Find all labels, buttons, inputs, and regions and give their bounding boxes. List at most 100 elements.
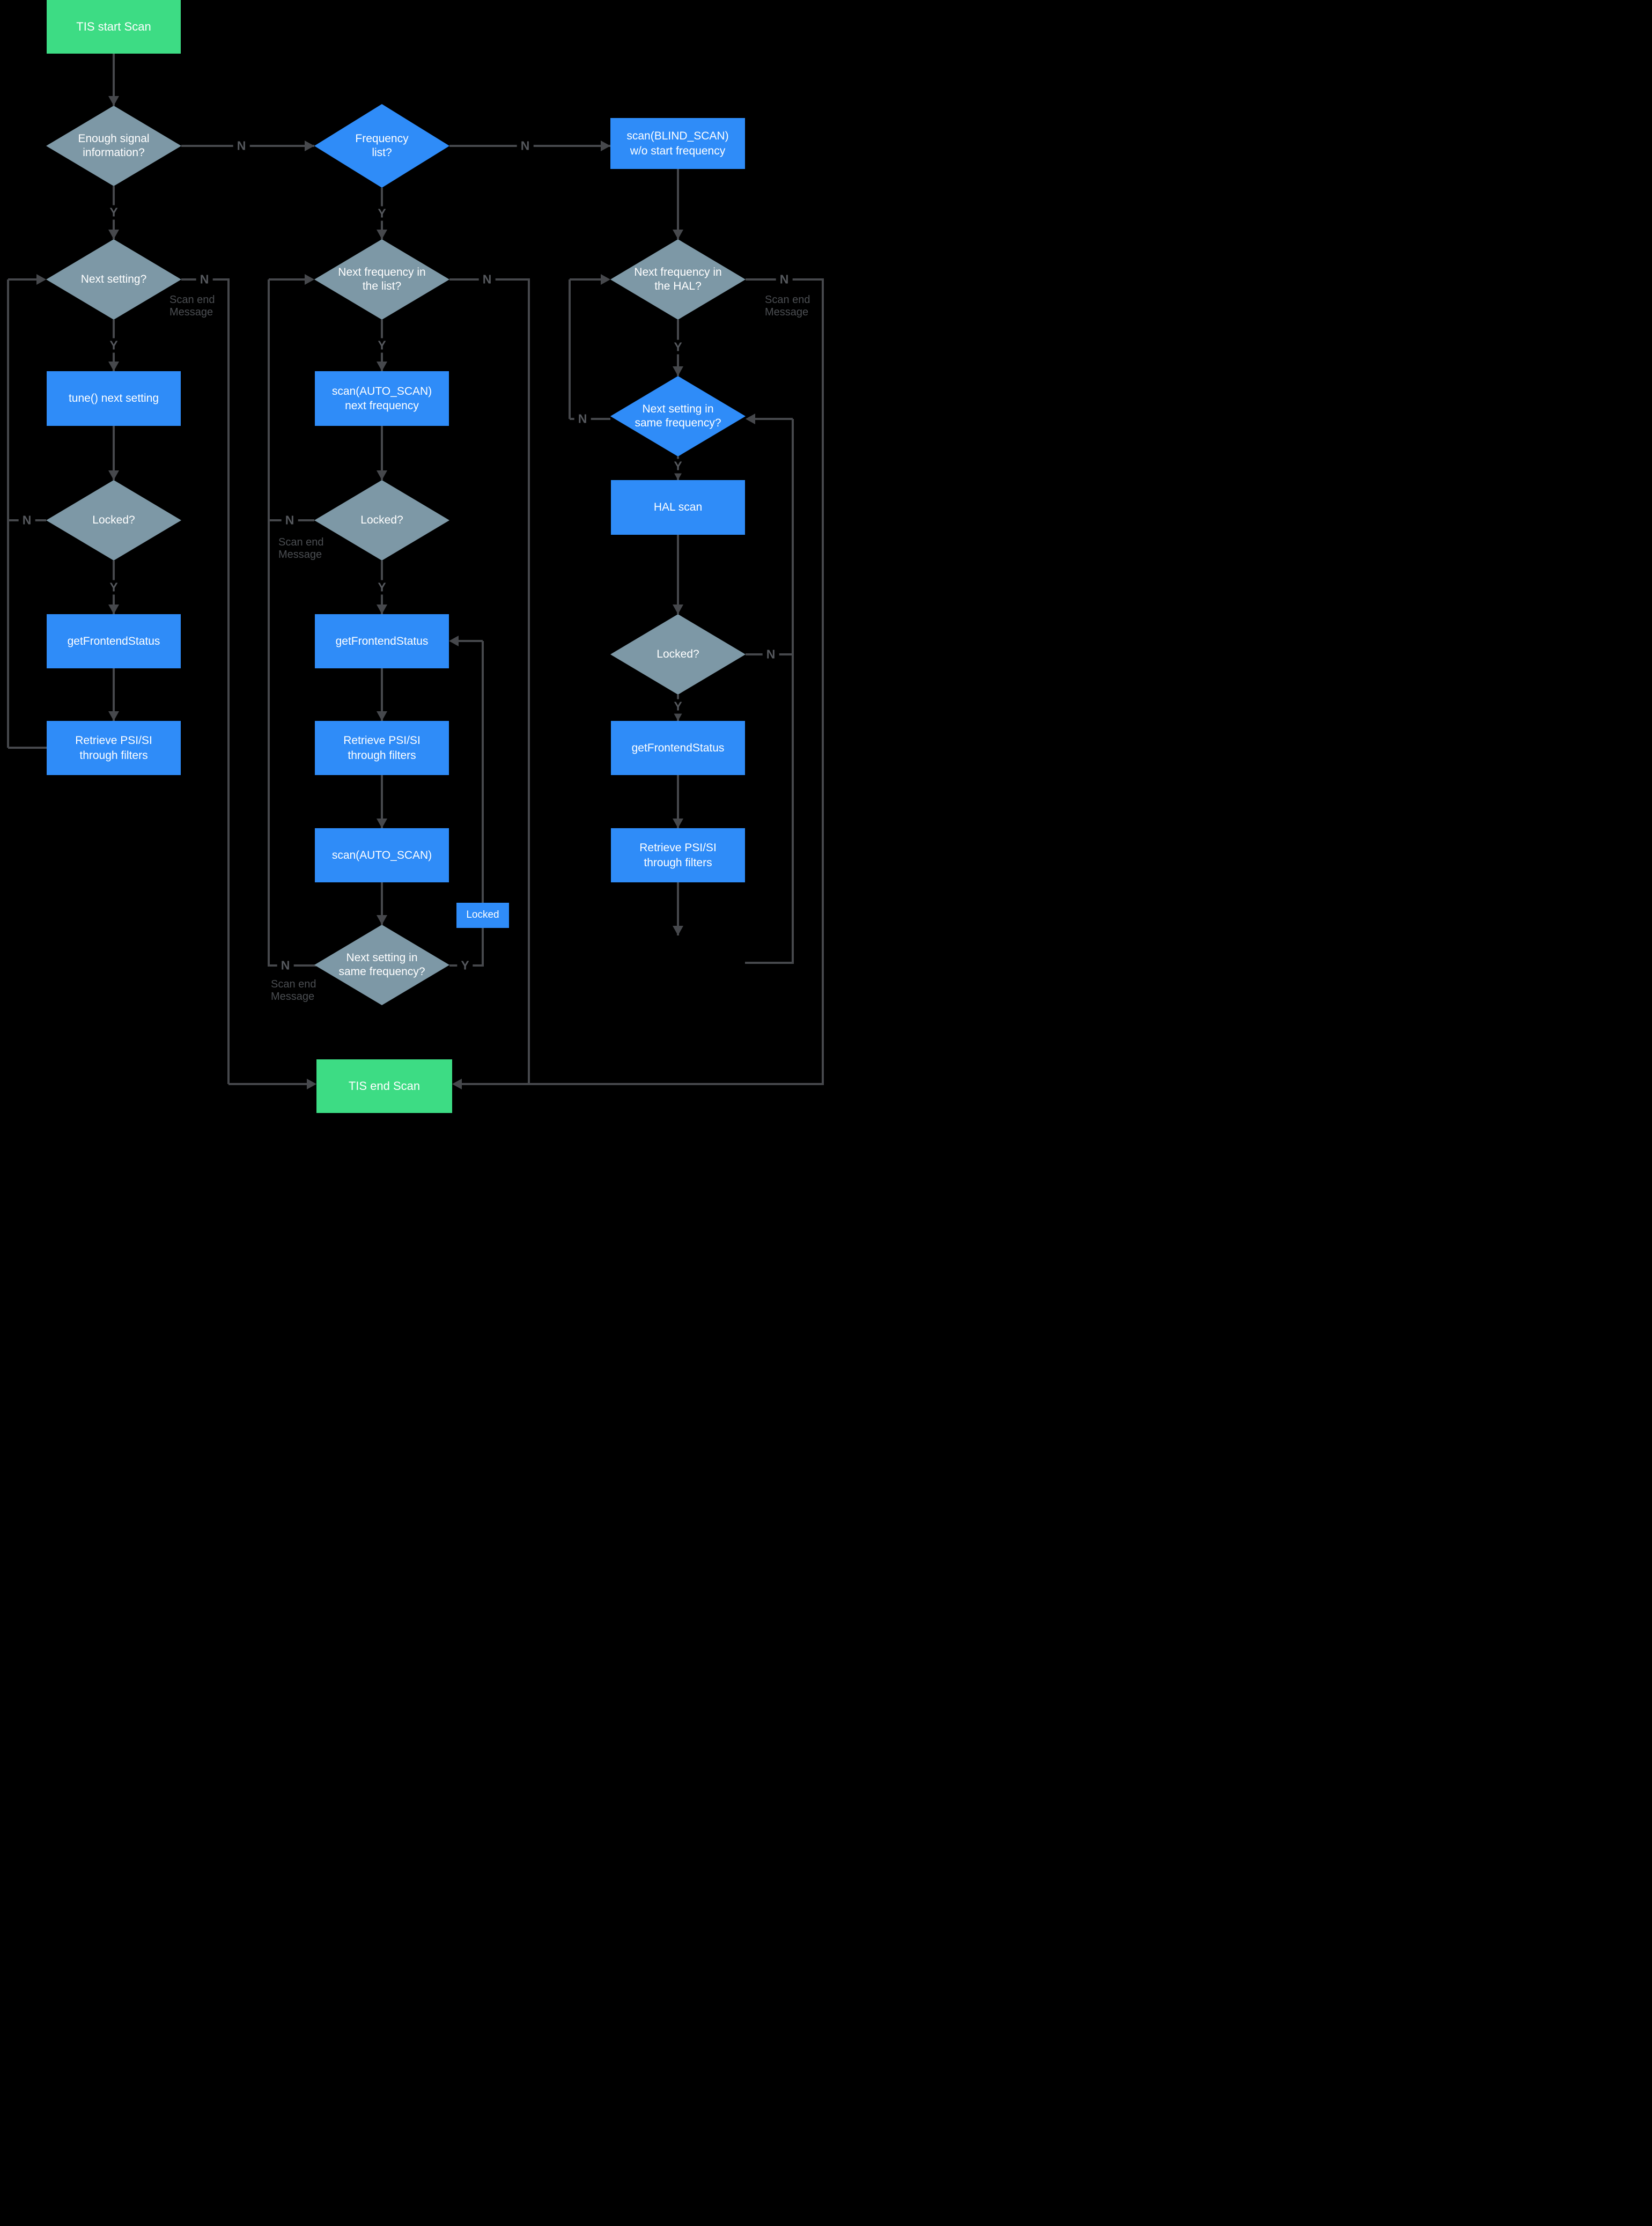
arrow-into-locked3 (673, 605, 683, 614)
arrow-into-nextfreqhal (673, 230, 683, 239)
edge-gfs2-to-ret2 (381, 668, 383, 721)
arrow-into-enough (108, 96, 119, 106)
arrow-into-scanauto (377, 819, 387, 828)
edge-gfs3-to-ret3 (677, 775, 679, 828)
label-y-nextfreq: Y (374, 338, 390, 353)
edge-scanauto-to-nextsetting2 (381, 882, 383, 925)
arrow-into-blind2 (673, 926, 683, 935)
node-next-freq-in-list: Next frequency in the list? (314, 239, 449, 320)
node-tis-end: TIS end Scan (316, 1059, 452, 1113)
label-n-freqlist: N (517, 138, 534, 153)
loop-col3-left (569, 279, 571, 419)
edge-blind2-right (745, 962, 794, 964)
scanend-col1-down (227, 279, 230, 1084)
node-get-frontend-status-3: getFrontendStatus (611, 721, 745, 775)
label-y-nextfreqhal: Y (670, 340, 686, 355)
node-next-setting: Next setting? (46, 239, 181, 320)
arrow-into-locked2 (377, 470, 387, 480)
loop-col3-right (792, 419, 794, 964)
label-y-locked3: Y (670, 699, 686, 714)
node-next-setting-same-freq-list: Next setting in same frequency? (314, 925, 449, 1005)
edge-bottom-right (462, 1083, 824, 1085)
arrow-into-gfs2-right (449, 636, 459, 646)
edge-bottom-left (228, 1083, 308, 1085)
arrow-into-end-left (307, 1079, 316, 1089)
node-retrieve-psi-si-3: Retrieve PSI/SI through filters (611, 828, 745, 882)
label-n-nextsetting: N (196, 272, 213, 287)
arrow-into-nextsetting2 (377, 915, 387, 925)
loop-col1-into-nextsetting (8, 278, 38, 281)
label-y-nextsetting2: Y (457, 958, 473, 973)
node-next-freq-in-hal: Next frequency in the HAL? (610, 239, 746, 320)
node-locked-3: Locked? (610, 614, 746, 695)
edge-ret3-to-blind2 (677, 882, 679, 935)
scanend-msg-col1: Scan end Message (169, 294, 215, 318)
node-blind-scan-wo-start: scan(BLIND_SCAN) w/o start frequency (610, 118, 745, 169)
label-y-enough: Y (106, 205, 122, 220)
scanend-col3-down (822, 279, 824, 1084)
arrow-into-gfs3 (673, 711, 683, 721)
loop-into-nextsetting3 (755, 418, 793, 420)
edge-tune-to-locked1 (113, 426, 115, 480)
label-n-nextfreqhal: N (776, 272, 793, 287)
node-locked-1: Locked? (46, 480, 181, 561)
label-y-nextsetting: Y (106, 338, 122, 353)
edge-gfs1-to-ret1 (113, 668, 115, 721)
scanend-msg-nextsetting2: Scan end Message (271, 978, 316, 1003)
node-enough-signal: Enough signal information? (46, 106, 181, 186)
scanend-msg-col3: Scan end Message (765, 294, 810, 318)
scanend-col2-down (528, 279, 530, 1084)
node-get-frontend-status-2: getFrontendStatus (315, 614, 449, 668)
edge-blindwo-to-nextfreqhal (677, 169, 679, 239)
arrow-into-nextsetting (108, 230, 119, 239)
arrow-into-ret2 (377, 711, 387, 721)
loop-col2-into-nextfreq (269, 278, 306, 281)
edge-ret1-left (8, 747, 47, 749)
arrow-loop-into-nextfreqhal (601, 274, 610, 285)
loop-into-gfs2 (459, 640, 483, 642)
arrow-into-freqlist (305, 141, 314, 151)
label-y-locked2: Y (374, 580, 390, 595)
loop-col2-right (482, 641, 484, 965)
arrow-into-gfs1 (108, 605, 119, 614)
scanend-msg-locked2: Scan end Message (278, 536, 324, 561)
loop-col1-left (7, 279, 9, 748)
arrow-into-gfs2-top (377, 605, 387, 614)
edge-scanautonext-to-locked2 (381, 426, 383, 480)
arrow-into-blindwo (601, 141, 610, 151)
loop-col3-into-nextfreqhal (570, 278, 601, 281)
arrow-into-nextsetting3 (673, 366, 683, 376)
label-y-freqlist: Y (374, 206, 390, 221)
label-n-locked1: N (18, 513, 35, 528)
label-n-nextsetting2: N (277, 958, 294, 973)
arrow-into-locked1 (108, 470, 119, 480)
arrow-loop-into-nextsetting (36, 274, 46, 285)
arrow-into-ret1 (108, 711, 119, 721)
node-frequency-list: Frequency list? (314, 104, 449, 188)
node-get-frontend-status-1: getFrontendStatus (47, 614, 181, 668)
label-n-nextsetting3: N (574, 411, 591, 426)
arrow-into-nextfreq (377, 230, 387, 239)
node-scan-auto: scan(AUTO_SCAN) (315, 828, 449, 882)
node-tis-start: TIS start Scan (47, 0, 181, 54)
arrow-into-scanautonext (377, 362, 387, 371)
loop-col2-left (268, 279, 270, 967)
node-hal-scan: HAL scan (611, 480, 745, 535)
node-retrieve-psi-si-1: Retrieve PSI/SI through filters (47, 721, 181, 775)
edge-halscan-to-locked3 (677, 535, 679, 614)
arrow-loop-into-nextsetting3 (746, 414, 755, 424)
label-y-locked1: Y (106, 580, 122, 595)
tis-scan-flowchart: N N N N N N N N N N Y Y Y Y Y Y Y Y Y Y … (0, 0, 826, 1113)
label-y-nextsetting3: Y (670, 459, 686, 474)
label-n-enough: N (233, 138, 250, 153)
arrow-into-tune (108, 362, 119, 371)
arrow-into-ret3 (673, 819, 683, 828)
edge-start-to-enough (113, 54, 115, 106)
node-locked-tag: Locked (456, 903, 509, 928)
arrow-loop-into-nextfreq (305, 274, 314, 285)
edge-ret2-to-scanauto (381, 775, 383, 828)
node-scan-auto-next-freq: scan(AUTO_SCAN) next frequency (315, 371, 449, 426)
node-retrieve-psi-si-2: Retrieve PSI/SI through filters (315, 721, 449, 775)
arrow-into-end-right (452, 1079, 462, 1089)
node-next-setting-same-freq-hal: Next setting in same frequency? (610, 376, 746, 456)
